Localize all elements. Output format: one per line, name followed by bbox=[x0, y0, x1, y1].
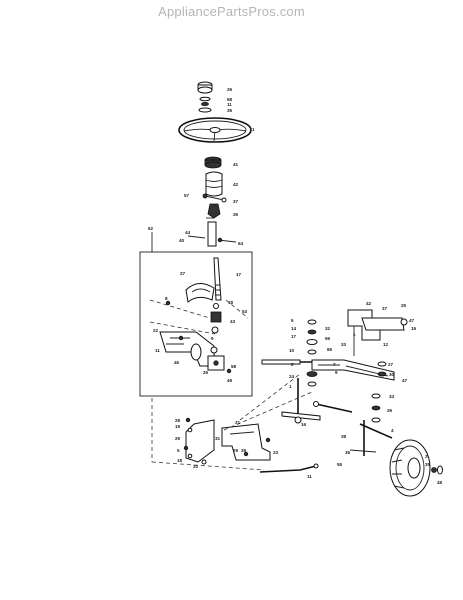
callout: 38 bbox=[341, 434, 347, 439]
steering-cap[interactable] bbox=[197, 81, 213, 94]
washer-stack-left[interactable] bbox=[306, 319, 318, 387]
callout: 46 bbox=[174, 360, 180, 365]
callout: 14 bbox=[291, 326, 297, 331]
callout: 42 bbox=[233, 182, 239, 187]
callout: 58 bbox=[231, 364, 237, 369]
watermark-text: AppliancePartsPros.com bbox=[158, 4, 305, 19]
callout-labels: 26 68 11 35 1 41 42 57 37 35 44 40 64 62… bbox=[148, 87, 443, 485]
callout: 2 bbox=[425, 454, 428, 459]
steering-shaft-upper[interactable] bbox=[187, 217, 237, 247]
callout: 9 bbox=[335, 370, 338, 375]
callout: 27 bbox=[180, 271, 186, 276]
bellows-boot[interactable] bbox=[205, 171, 223, 197]
callout: 17 bbox=[236, 272, 242, 277]
callout: 12 bbox=[383, 342, 389, 347]
callout: 26 bbox=[227, 87, 233, 92]
callout: 35 bbox=[425, 462, 431, 467]
callout: 18 bbox=[177, 458, 183, 463]
callout: 31 bbox=[215, 436, 221, 441]
shaft-subassembly-frame bbox=[139, 232, 253, 397]
callout: 26 bbox=[203, 370, 209, 375]
steering-wheel[interactable] bbox=[178, 117, 252, 143]
callout: 1 bbox=[353, 332, 356, 337]
steering-shaft[interactable] bbox=[213, 257, 222, 301]
sector-bracket[interactable] bbox=[185, 419, 271, 463]
callout: 15 bbox=[411, 326, 417, 331]
callout: 11 bbox=[227, 102, 232, 107]
callout: 4 bbox=[391, 428, 394, 433]
callout: 21 bbox=[235, 420, 241, 425]
callout: 26 bbox=[387, 408, 393, 413]
callout: 8 bbox=[165, 296, 168, 301]
callout: 41 bbox=[233, 162, 239, 167]
callout: 35 bbox=[227, 108, 233, 113]
subassembly-dashes bbox=[149, 299, 249, 335]
front-wheel[interactable] bbox=[389, 439, 443, 497]
callout: 43 bbox=[230, 319, 236, 324]
spindle-right[interactable] bbox=[349, 420, 393, 456]
callout: 1 bbox=[252, 127, 255, 132]
callout: 5 bbox=[177, 448, 180, 453]
callout: 20 bbox=[193, 464, 199, 469]
callout: 55 bbox=[337, 462, 343, 467]
steering-arm-bracket[interactable] bbox=[347, 309, 408, 356]
callout: 5 bbox=[291, 318, 294, 323]
callout: 27 bbox=[388, 362, 394, 367]
callout: 65 bbox=[327, 347, 333, 352]
callout: 29 bbox=[175, 436, 181, 441]
assembly-dashes bbox=[151, 373, 313, 471]
callout: 53 bbox=[242, 309, 248, 314]
bracket-hardware[interactable] bbox=[183, 417, 271, 465]
callout: 17 bbox=[291, 334, 297, 339]
callout: 11 bbox=[307, 474, 312, 479]
callout: 1 bbox=[289, 384, 292, 389]
callout: 44 bbox=[185, 230, 191, 235]
callout: 7 bbox=[333, 362, 336, 367]
callout: 23 bbox=[273, 450, 279, 455]
callout: 19 bbox=[175, 424, 181, 429]
callout: 42 bbox=[366, 301, 372, 306]
callout: 29 bbox=[233, 448, 239, 453]
callout: 34 bbox=[389, 394, 395, 399]
callout: 56 bbox=[325, 336, 331, 341]
callout: 62 bbox=[148, 226, 154, 231]
spindle-left[interactable] bbox=[281, 378, 321, 424]
callout: 32 bbox=[325, 326, 331, 331]
connecting-rod[interactable] bbox=[259, 463, 319, 473]
callout: 57 bbox=[184, 193, 190, 198]
callout: 8 bbox=[291, 362, 294, 367]
callout: 47 bbox=[402, 378, 408, 383]
callout: 40 bbox=[179, 238, 185, 243]
column-fastener[interactable] bbox=[202, 193, 227, 219]
washer-stack-right[interactable] bbox=[371, 361, 387, 423]
callout: 10 bbox=[289, 348, 295, 353]
callout: 35 bbox=[233, 212, 239, 217]
callout: 49 bbox=[227, 378, 233, 383]
callout: 64 bbox=[238, 241, 244, 246]
callout: 36 bbox=[345, 450, 351, 455]
callout: 16 bbox=[301, 422, 307, 427]
callout: 18 bbox=[228, 300, 234, 305]
callout: 39 bbox=[241, 448, 247, 453]
callout: 22 bbox=[153, 328, 159, 333]
tie-rod[interactable] bbox=[313, 401, 353, 413]
callout: 47 bbox=[409, 318, 415, 323]
callout: 37 bbox=[233, 199, 239, 204]
callout: 9 bbox=[211, 336, 214, 341]
callout: 37 bbox=[382, 306, 388, 311]
callout: 68 bbox=[227, 97, 233, 102]
shaft-bracket[interactable] bbox=[159, 331, 232, 374]
callout: 25 bbox=[401, 303, 407, 308]
callout: 11 bbox=[155, 348, 160, 353]
callout: 24 bbox=[289, 374, 295, 379]
steering-gear[interactable] bbox=[204, 156, 222, 169]
callout: 33 bbox=[341, 342, 347, 347]
pinion-bushing[interactable] bbox=[165, 283, 222, 334]
cap-washers[interactable] bbox=[198, 96, 212, 113]
callout: 30 bbox=[389, 372, 395, 377]
callout: 48 bbox=[437, 480, 443, 485]
callout: 28 bbox=[175, 418, 181, 423]
